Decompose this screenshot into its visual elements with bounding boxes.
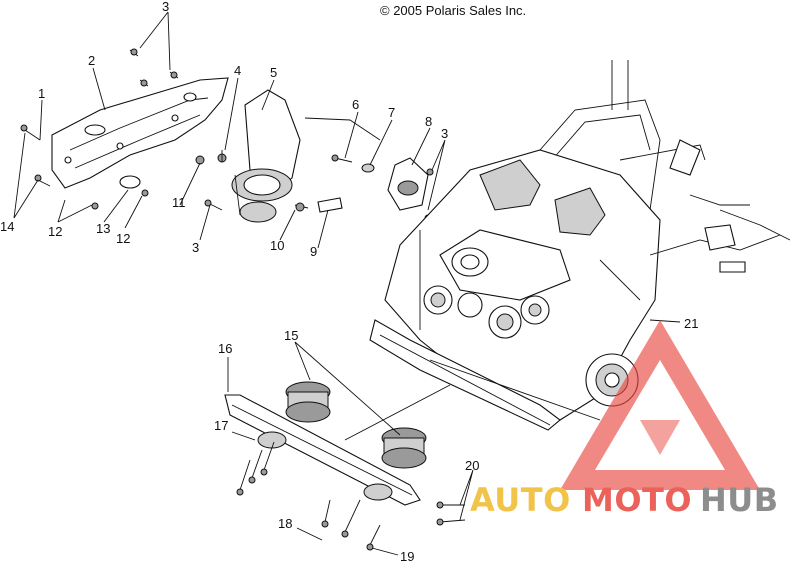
screw-set-top (129, 48, 179, 87)
callout-8: 8 (425, 114, 432, 129)
leader-lines (13, 11, 681, 556)
callout-10: 10 (270, 238, 284, 253)
callout-16: 16 (218, 341, 232, 356)
watermark-hub: HUB (700, 481, 779, 519)
callout-3-mid: 3 (192, 240, 199, 255)
callout-6: 6 (352, 97, 359, 112)
callout-18: 18 (278, 516, 292, 531)
callout-19: 19 (400, 549, 414, 563)
mount-rail-part (224, 394, 421, 506)
callout-3-right: 3 (441, 126, 448, 141)
callout-9: 9 (310, 244, 317, 259)
callout-5: 5 (270, 65, 277, 80)
callout-3-top: 3 (162, 0, 169, 14)
mount-bracket-part (51, 77, 229, 189)
callout-7: 7 (388, 105, 395, 120)
lower-bolts (236, 441, 466, 551)
copyright-text: © 2005 Polaris Sales Inc. (380, 3, 526, 18)
rubber-mounts-part (285, 381, 427, 469)
engine-mount-part (217, 89, 301, 223)
callout-14: 14 (0, 219, 14, 234)
callout-12-right: 12 (116, 231, 130, 246)
bolts-mid (204, 197, 343, 213)
watermark-logo: AUTO MOTO HUB (470, 320, 779, 519)
engine-assembly (369, 60, 791, 431)
watermark-moto: MOTO (582, 481, 692, 519)
callout-labels: 3 2 1 4 5 6 7 8 3 11 12 13 12 14 3 10 9 … (0, 0, 698, 563)
callout-1: 1 (38, 86, 45, 101)
watermark-auto: AUTO (470, 481, 571, 519)
triangle-inner-mark (640, 420, 680, 455)
callout-11: 11 (172, 195, 186, 210)
upper-mount-part (331, 154, 434, 222)
warning-triangle-icon (560, 320, 760, 490)
callout-17: 17 (214, 418, 228, 433)
callout-20: 20 (465, 458, 479, 473)
callout-4: 4 (234, 63, 241, 78)
callout-21: 21 (684, 316, 698, 331)
callout-15: 15 (284, 328, 298, 343)
clamp-part (20, 124, 205, 210)
callout-13: 13 (96, 221, 110, 236)
callout-2: 2 (88, 53, 95, 68)
callout-12-left: 12 (48, 224, 62, 239)
